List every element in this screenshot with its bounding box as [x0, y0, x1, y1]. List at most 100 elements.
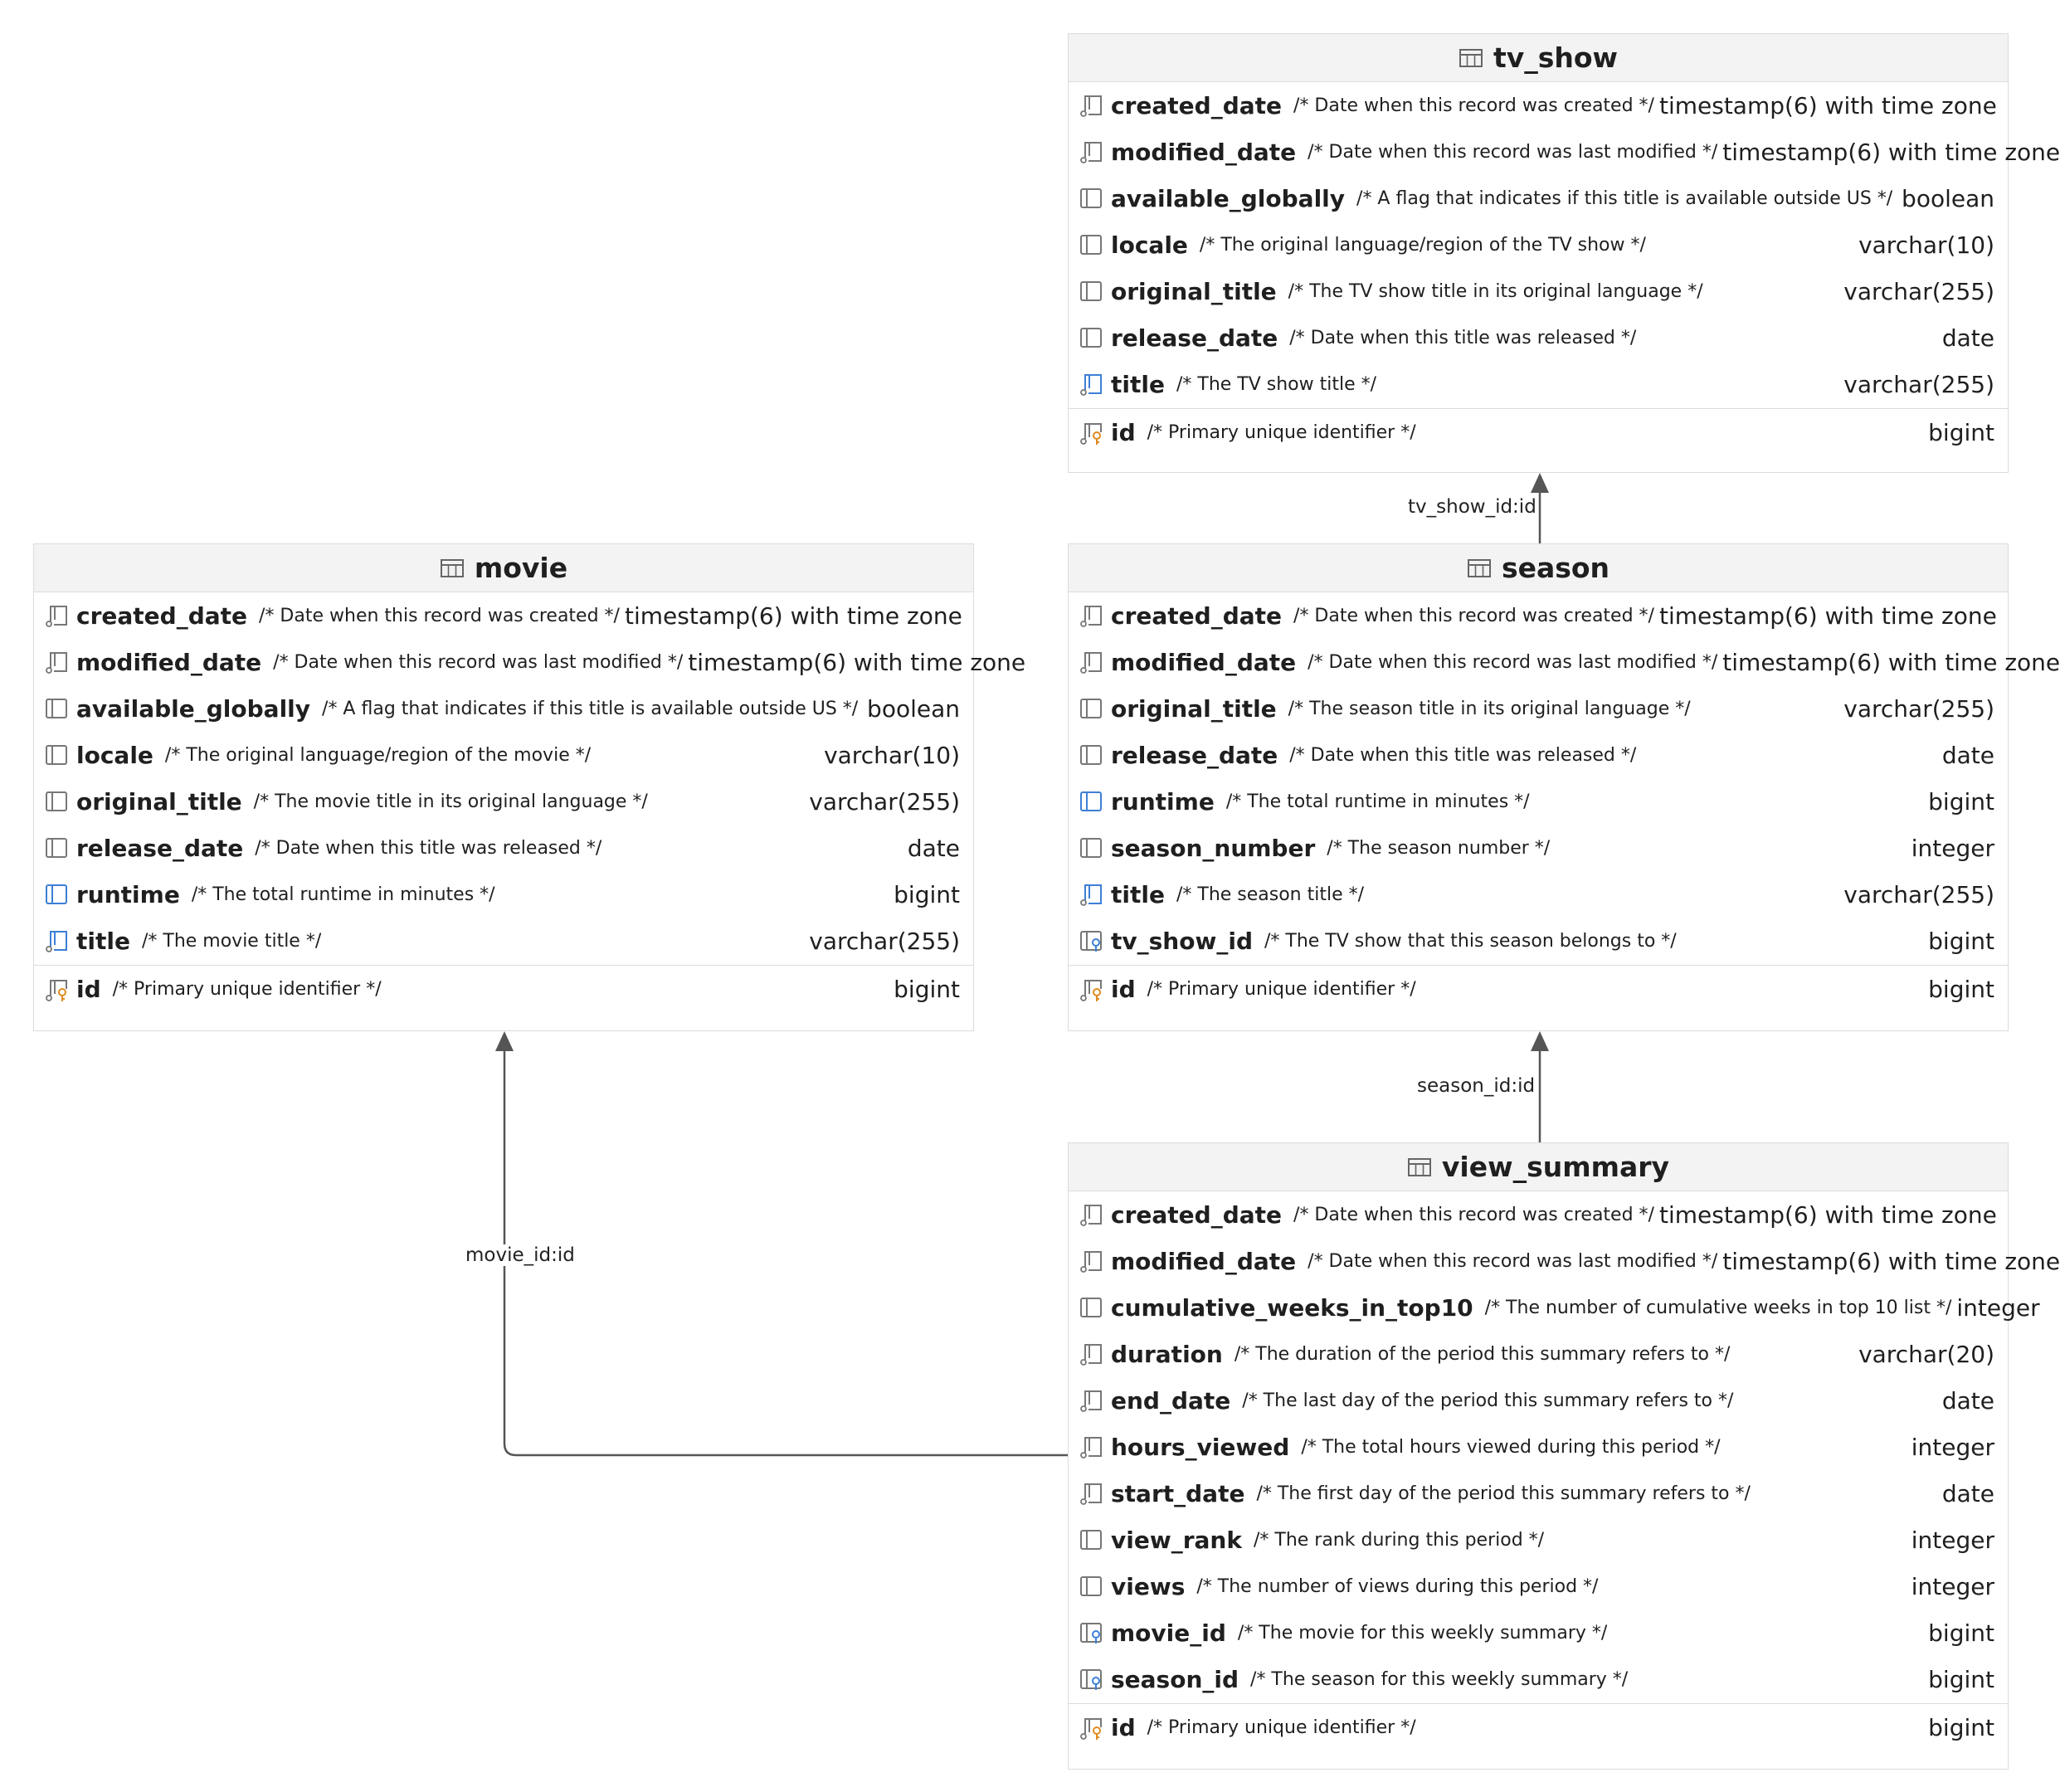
column-comment: /* Primary unique identifier */ — [112, 979, 382, 1000]
column-row-tv_show_id[interactable]: tv_show_id/* The TV show that this seaso… — [1069, 918, 2008, 964]
column-list: created_date/* Date when this record was… — [1069, 1191, 2060, 1751]
column-name: runtime — [1111, 787, 1215, 816]
column-row-id[interactable]: id/* Primary unique identifier */bigint — [1069, 965, 2008, 1013]
relation-view_summary-to-movie[interactable] — [495, 1031, 1068, 1457]
column-row-available_globally[interactable]: available_globally/* A flag that indicat… — [1069, 175, 2008, 222]
column-icon — [44, 696, 69, 721]
column-nullable-icon — [1079, 1434, 1103, 1459]
column-icon — [1079, 186, 1103, 211]
foreign-key-icon — [1079, 928, 1103, 953]
column-row-release_date[interactable]: release_date/* Date when this title was … — [34, 825, 973, 871]
column-type: bigint — [894, 976, 960, 1003]
column-type: bigint — [1928, 787, 1994, 816]
column-icon — [1079, 696, 1103, 721]
column-row-release_date[interactable]: release_date/* Date when this title was … — [1069, 732, 2008, 778]
column-name: title — [1111, 880, 1165, 908]
column-row-movie_id[interactable]: movie_id/* The movie for this weekly sum… — [1069, 1609, 2008, 1656]
column-row-created_date[interactable]: created_date/* Date when this record was… — [1069, 592, 2008, 639]
column-type: bigint — [1928, 927, 1994, 955]
column-comment: /* The number of cumulative weeks in top… — [1484, 1297, 1952, 1318]
column-icon — [44, 743, 69, 767]
column-name: locale — [1111, 231, 1188, 259]
column-row-locale[interactable]: locale/* The original language/region of… — [1069, 222, 2008, 268]
column-row-modified_date[interactable]: modified_date/* Date when this record wa… — [34, 639, 1025, 685]
column-row-modified_date[interactable]: modified_date/* Date when this record wa… — [1069, 639, 2060, 685]
table-header[interactable]: movie — [34, 544, 973, 592]
column-row-id[interactable]: id/* Primary unique identifier */bigint — [34, 965, 973, 1013]
column-comment: /* The duration of the period this summa… — [1234, 1343, 1731, 1365]
column-name: runtime — [76, 880, 180, 908]
column-indexed-icon — [1079, 372, 1103, 397]
column-type: date — [1941, 1386, 1994, 1415]
column-comment: /* The movie title in its original langu… — [253, 791, 648, 812]
table-header[interactable]: tv_show — [1069, 34, 2008, 82]
column-comment: /* Date when this record was last modifi… — [1308, 651, 1718, 673]
column-comment: /* The movie title */ — [141, 930, 322, 952]
column-row-cumulative_weeks_in_top10[interactable]: cumulative_weeks_in_top10/* The number o… — [1069, 1284, 2040, 1331]
column-row-title[interactable]: title /* The season title */ varchar(255) — [1069, 871, 2008, 918]
column-row-release_date[interactable]: release_date/* Date when this title was … — [1069, 314, 2008, 361]
column-row-end_date[interactable]: end_date/* The last day of the period th… — [1069, 1377, 2008, 1424]
column-comment: /* Date when this record was created */ — [1293, 605, 1654, 626]
column-type: varchar(255) — [809, 787, 960, 816]
column-nullable-icon — [44, 650, 69, 674]
column-row-created_date[interactable]: created_date/* Date when this record was… — [1069, 1191, 2008, 1238]
column-row-original_title[interactable]: original_title/* The movie title in its … — [34, 778, 973, 825]
column-type: varchar(255) — [1843, 880, 1994, 908]
table-header[interactable]: season — [1069, 544, 2008, 592]
column-comment: /* The TV show title in its original lan… — [1288, 280, 1703, 302]
column-row-modified_date[interactable]: modified_date/* Date when this record wa… — [1069, 1238, 2060, 1284]
column-row-view_rank[interactable]: view_rank/* The rank during this period … — [1069, 1517, 2008, 1563]
column-type: integer — [1911, 834, 1994, 862]
column-row-duration[interactable]: duration/* The duration of the period th… — [1069, 1331, 2008, 1377]
column-comment: /* The last day of the period this summa… — [1242, 1390, 1734, 1411]
column-name: available_globally — [1111, 184, 1346, 212]
column-row-available_globally[interactable]: available_globally/* A flag that indicat… — [34, 685, 973, 732]
column-row-original_title[interactable]: original_title/* The TV show title in it… — [1069, 268, 2008, 314]
column-row-id[interactable]: id/* Primary unique identifier */bigint — [1069, 408, 2008, 456]
column-row-original_title[interactable]: original_title/* The season title in its… — [1069, 685, 2008, 732]
column-name: created_date — [1111, 91, 1283, 119]
column-nullable-icon — [1079, 1388, 1103, 1413]
column-row-runtime[interactable]: runtime /* The total runtime in minutes *… — [34, 871, 973, 918]
column-name: view_rank — [1111, 1526, 1242, 1554]
column-row-season_id[interactable]: season_id/* The season for this weekly s… — [1069, 1656, 2008, 1702]
column-row-hours_viewed[interactable]: hours_viewed/* The total hours viewed du… — [1069, 1424, 2008, 1470]
column-row-season_number[interactable]: season_number/* The season number */inte… — [1069, 825, 2008, 871]
column-row-title[interactable]: title/* The TV show title */varchar(255) — [1069, 361, 2008, 407]
column-nullable-icon — [1079, 1342, 1103, 1366]
primary-key-icon — [1079, 421, 1103, 446]
column-type: timestamp(6) with time zone — [624, 601, 962, 630]
column-row-views[interactable]: views/* The number of views during this … — [1069, 1563, 2008, 1609]
column-name: created_date — [1111, 1200, 1283, 1229]
relation-season-to-tv_show[interactable] — [1531, 473, 1549, 543]
column-comment: /* The total runtime in minutes */ — [191, 884, 495, 905]
table-header[interactable]: view_summary — [1069, 1143, 2008, 1191]
column-icon — [1079, 232, 1103, 257]
column-name: modified_date — [76, 648, 262, 676]
column-row-title[interactable]: title/* The movie title */varchar(255) — [34, 918, 973, 964]
column-row-created_date[interactable]: created_date/* Date when this record was… — [1069, 82, 2008, 129]
column-name: available_globally — [76, 694, 311, 723]
column-icon — [1079, 1574, 1103, 1599]
column-row-modified_date[interactable]: modified_date/* Date when this record wa… — [1069, 129, 2060, 175]
column-row-created_date[interactable]: created_date/* Date when this record was… — [34, 592, 973, 639]
column-row-runtime[interactable]: runtime/* The total runtime in minutes *… — [1069, 778, 2008, 825]
column-type: varchar(255) — [1843, 694, 1994, 723]
column-type: timestamp(6) with time zone — [1658, 601, 1997, 630]
column-row-locale[interactable]: locale/* The original language/region of… — [34, 732, 973, 778]
column-row-id[interactable]: id/* Primary unique identifier */bigint — [1069, 1703, 2008, 1751]
foreign-key-icon — [1079, 1667, 1103, 1692]
table-icon — [440, 558, 475, 579]
column-row-start_date[interactable]: start_date/* The first day of the period… — [1069, 1470, 2008, 1517]
column-comment: /* The season title */ — [1176, 884, 1365, 905]
column-type: integer — [1911, 1526, 1994, 1554]
column-name: movie_id — [1111, 1619, 1226, 1647]
relation-view_summary-to-season[interactable] — [1531, 1031, 1549, 1142]
column-type: bigint — [1928, 419, 1994, 446]
